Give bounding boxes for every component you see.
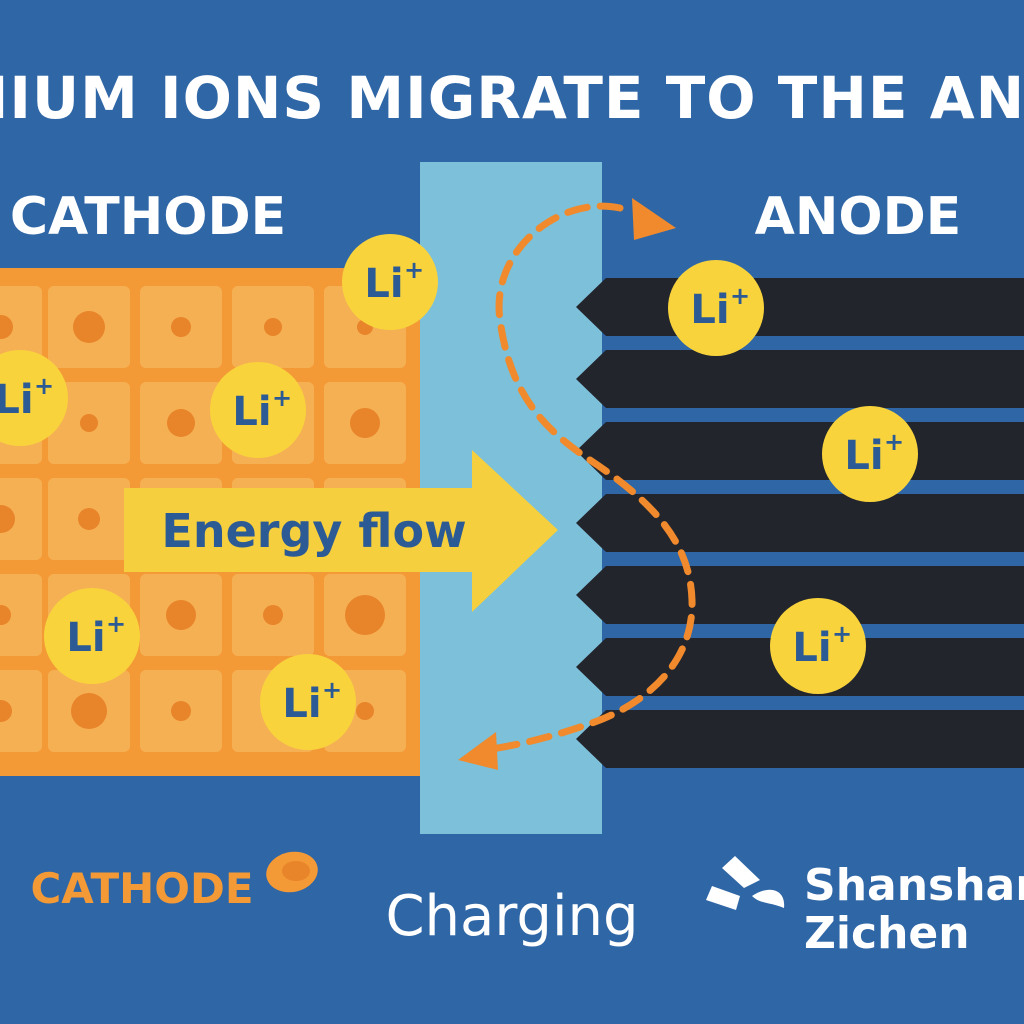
lithium-ion-charge: +	[106, 610, 126, 638]
cathode-cell-dot	[263, 605, 283, 625]
cathode-cell	[0, 286, 42, 368]
ion-path-arrowhead-top	[632, 198, 676, 240]
lithium-ion-symbol: Li	[792, 625, 831, 671]
lithium-ion: Li+	[260, 654, 356, 750]
lithium-ion-circle	[342, 234, 438, 330]
anode-plate	[576, 494, 1024, 552]
lithium-ion: Li+	[0, 350, 68, 446]
cathode-cell-dot	[78, 508, 100, 530]
energy-flow-label: Energy flow	[161, 504, 466, 558]
cathode-cell-dot	[356, 702, 374, 720]
lithium-ion-symbol: Li	[690, 287, 729, 333]
cathode-cell-dot	[166, 600, 196, 630]
cathode-cell-dot	[171, 701, 191, 721]
lithium-ion-symbol: Li	[844, 433, 883, 479]
lithium-ion-circle	[668, 260, 764, 356]
anode-plate	[576, 350, 1024, 408]
lithium-ion: Li+	[210, 362, 306, 458]
logo-petal-2	[706, 886, 740, 910]
logo-petal-3	[752, 889, 785, 908]
anode-label-top: ANODE	[755, 187, 962, 247]
shanshan-logo-icon	[706, 856, 785, 910]
cathode-cell-dot	[0, 505, 15, 533]
lithium-ion-circle	[822, 406, 918, 502]
charging-label: Charging	[385, 884, 638, 949]
lithium-ion: Li+	[770, 598, 866, 694]
ion-path-arrowhead-bottom	[458, 732, 498, 770]
lithium-ion-charge: +	[322, 676, 342, 704]
lithium-ion-charge: +	[730, 282, 750, 310]
lithium-ion-symbol: Li	[282, 681, 321, 727]
cathode-cell	[0, 478, 42, 560]
cathode-particle-inner	[282, 861, 310, 881]
energy-flow-arrow-shape	[124, 450, 558, 612]
logo-line-1: Shanshan	[804, 860, 1024, 911]
cathode-cell-dot	[80, 414, 98, 432]
lithium-ion-charge: +	[404, 256, 424, 284]
cathode-label-top: CATHODE	[10, 187, 286, 247]
lithium-ion: Li+	[342, 234, 438, 330]
lithium-ion-circle	[210, 362, 306, 458]
lithium-ion-symbol: Li	[232, 389, 271, 435]
cathode-cell-dot	[171, 317, 191, 337]
anode-plate	[576, 278, 1024, 336]
cathode-cell-dot	[264, 318, 282, 336]
lithium-ion-charge: +	[832, 620, 852, 648]
cathode-cell-dot	[167, 409, 195, 437]
cathode-cell	[0, 670, 42, 752]
cathode-cell-dot	[345, 595, 385, 635]
lithium-ion-circle	[44, 588, 140, 684]
cathode-cell	[0, 574, 42, 656]
cathode-cell-dot	[350, 408, 380, 438]
lithium-ion-circle	[770, 598, 866, 694]
page-title: LITHIUM IONS MIGRATE TO THE ANODE	[0, 64, 1024, 132]
energy-flow-arrow: Energy flow	[124, 450, 558, 612]
lithium-ion-symbol: Li	[0, 377, 34, 423]
cathode-cell-dot	[0, 700, 12, 722]
lithium-ion-symbol: Li	[66, 615, 105, 661]
lithium-ion-charge: +	[272, 384, 292, 412]
logo-line-2: Zichen	[804, 908, 970, 959]
lithium-ion-charge: +	[884, 428, 904, 456]
cathode-cell-dot	[0, 605, 11, 625]
lithium-ion-symbol: Li	[364, 261, 403, 307]
lithium-ion-charge: +	[34, 372, 54, 400]
anode-plate	[576, 422, 1024, 480]
logo-petal-1	[722, 856, 760, 888]
cathode-cell-dot	[73, 311, 105, 343]
lithium-ion: Li+	[44, 588, 140, 684]
cathode-cell-dot	[71, 693, 107, 729]
lithium-ions: Li+Li+Li+Li+Li+Li+Li+Li+	[0, 234, 918, 750]
lithium-ion-circle	[0, 350, 68, 446]
anode-plates	[576, 278, 1024, 768]
cathode-particle-icon	[266, 851, 318, 893]
lithium-ion: Li+	[668, 260, 764, 356]
lithium-ion-circle	[260, 654, 356, 750]
shanshan-logo: Shanshan Zichen	[706, 856, 1024, 959]
cathode-label-bottom: CATHODE	[30, 864, 253, 913]
ion-path-dashed-line	[481, 202, 696, 754]
cathode-cell-dot	[0, 315, 13, 339]
lithium-ion: Li+	[822, 406, 918, 502]
ion-path-arrow	[458, 198, 696, 770]
anode-plate	[576, 566, 1024, 624]
anode-plate	[576, 710, 1024, 768]
